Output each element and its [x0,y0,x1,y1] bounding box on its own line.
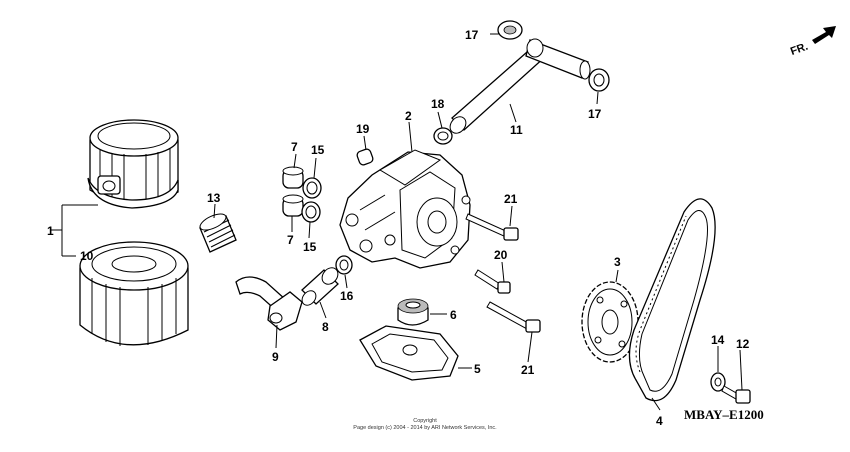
bolt-21-lower[interactable] [486,301,541,333]
callout-10: 10 [80,249,94,263]
front-direction-marker: FR. [789,26,836,58]
leader-line-1 [50,204,98,257]
seal-17-lower[interactable] [588,68,610,92]
callout-17-lower: 17 [588,107,602,121]
strainer-joint-8[interactable] [299,265,341,308]
oil-filter-cartridge-10[interactable] [79,241,189,346]
bolt-21-upper[interactable] [465,213,519,241]
callout-1: 1 [47,224,54,238]
o-ring-15-upper[interactable] [302,177,322,199]
front-arrow-icon [812,26,836,44]
callout-21-lower: 21 [521,363,535,377]
callout-14: 14 [711,333,725,347]
o-ring-15-lower[interactable] [301,201,321,223]
callout-18: 18 [431,97,445,111]
washer-14[interactable] [710,372,726,392]
callout-6: 6 [450,308,457,322]
collar-7-upper[interactable] [282,166,304,189]
callout-11: 11 [510,123,523,137]
callout-15-lower: 15 [303,240,317,254]
oil-filter-boss-13[interactable] [198,211,237,253]
oil-pump-assembly-2[interactable] [339,149,471,269]
o-ring-16[interactable] [335,255,353,275]
front-label: FR. [789,41,810,58]
o-ring-18[interactable] [433,127,453,145]
callout-9: 9 [272,350,279,364]
dowel-pin-19[interactable] [356,148,374,166]
callout-4: 4 [656,414,663,428]
callout-16: 16 [340,289,354,303]
callout-20: 20 [494,248,508,262]
callout-7-upper: 7 [291,140,298,154]
oil-filter-cartridge-1[interactable] [87,119,179,209]
bolt-12[interactable] [721,385,751,404]
callout-2: 2 [405,109,412,123]
callout-21-upper: 21 [504,192,518,206]
seal-17-upper[interactable] [497,20,523,40]
callout-12: 12 [736,337,750,351]
bolt-20[interactable] [474,269,511,294]
oil-hose-joint-9[interactable] [235,276,303,331]
copyright-line-2: Page design (c) 2004 - 2014 by ARI Netwo… [353,425,497,431]
callout-15-upper: 15 [311,143,325,157]
callout-7-lower: 7 [287,233,294,247]
callout-8: 8 [322,320,329,334]
callout-5: 5 [474,362,481,376]
leader-lines [213,33,743,411]
oil-pipe-11[interactable] [447,38,591,136]
callout-numbers: 1 10 2 3 4 5 6 7 7 8 9 11 12 13 14 15 15… [47,28,750,428]
callout-17-upper: 17 [465,28,479,42]
callout-19: 19 [356,122,370,136]
oil-strainer-5[interactable] [359,325,459,381]
collar-7-lower[interactable] [282,194,304,217]
copyright-line-1: Copyright [413,418,437,424]
oil-pump-sprocket-3[interactable] [581,281,639,363]
callout-13: 13 [207,191,221,205]
diagram-code: MBAY–E1200 [684,407,764,422]
oil-pump-drive-chain-4[interactable] [628,198,716,402]
grommet-6[interactable] [397,298,429,326]
callout-3: 3 [614,255,621,269]
